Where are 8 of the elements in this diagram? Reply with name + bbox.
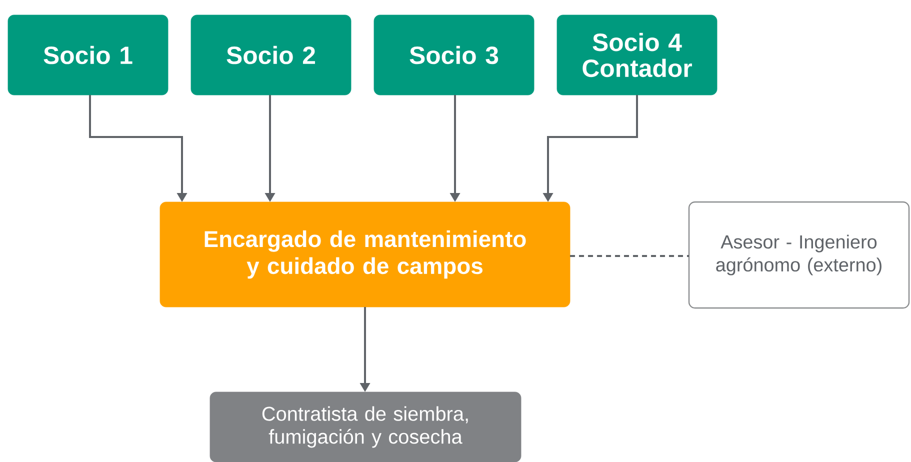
role-box: Socio 1	[8, 14, 168, 96]
role-box: Socio 2	[190, 14, 352, 96]
role-box: Socio 4 Contador	[556, 14, 718, 96]
connector	[570, 255, 689, 257]
role-box: Encargado de mantenimiento y cuidado de campos	[160, 202, 570, 308]
advisor-box: Asesor - Ingeniero agrónomo (externo)	[688, 201, 910, 309]
role-box: Socio 3	[374, 14, 534, 96]
contractor-box: Contratista de siembra, fumigación y cosecha	[210, 392, 522, 462]
